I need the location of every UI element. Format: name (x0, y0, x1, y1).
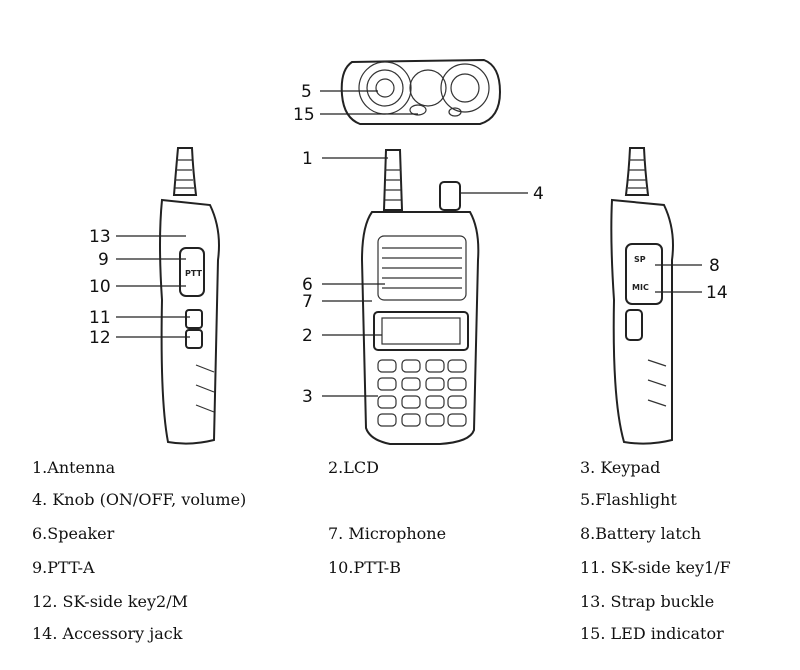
callout-4: 4 (533, 184, 544, 204)
callout-8: 8 (709, 256, 720, 276)
callout-5: 5 (301, 82, 312, 102)
legend-item-lcd: 2.LCD (328, 458, 379, 477)
leader-lines (116, 90, 702, 397)
legend-item-flashlight: 5.Flashlight (580, 490, 677, 509)
front-view (360, 149, 480, 445)
callout-13: 13 (89, 227, 111, 247)
radio-diagram-svg: PTT (89, 58, 728, 445)
callout-10: 10 (89, 277, 111, 297)
legend-item-side-key-2: 12. SK-side key2/M (32, 592, 188, 611)
callout-numbers: 5 15 1 4 6 7 2 3 13 9 10 11 12 8 14 (89, 82, 728, 407)
top-view (340, 58, 502, 125)
callout-7: 7 (302, 292, 313, 312)
callout-1: 1 (302, 149, 313, 169)
callout-9: 9 (98, 250, 109, 270)
legend-item-keypad: 3. Keypad (580, 458, 661, 477)
legend-item-side-key-1: 11. SK-side key1/F (580, 558, 731, 577)
callout-15: 15 (293, 105, 315, 125)
callout-3: 3 (302, 387, 313, 407)
mic-text: MIC (632, 283, 649, 292)
radio-diagram: PTT (89, 58, 728, 445)
callout-12: 12 (89, 328, 111, 348)
legend-item-speaker: 6.Speaker (32, 524, 115, 543)
left-side-view: PTT (159, 147, 220, 445)
sp-text: SP (634, 255, 646, 264)
legend-item-led-indicator: 15. LED indicator (580, 624, 724, 643)
legend-item-antenna: 1.Antenna (32, 458, 116, 477)
callout-6: 6 (302, 275, 313, 295)
parts-legend: 1.Antenna 2.LCD 3. Keypad 4. Knob (ON/OF… (0, 452, 800, 670)
legend-item-ptt-b: 10.PTT-B (328, 558, 401, 577)
callout-11: 11 (89, 308, 111, 328)
legend-item-microphone: 7. Microphone (328, 524, 447, 543)
legend-item-battery-latch: 8.Battery latch (580, 524, 702, 543)
legend-item-ptt-a: 9.PTT-A (32, 558, 95, 577)
callout-14: 14 (706, 283, 728, 303)
right-side-view: SP MIC (610, 147, 674, 445)
legend-item-knob: 4. Knob (ON/OFF, volume) (32, 490, 247, 509)
ptt-text: PTT (185, 269, 203, 278)
legend-item-strap-buckle: 13. Strap buckle (580, 592, 715, 611)
legend-item-accessory-jack: 14. Accessory jack (32, 624, 183, 643)
callout-2: 2 (302, 326, 313, 346)
